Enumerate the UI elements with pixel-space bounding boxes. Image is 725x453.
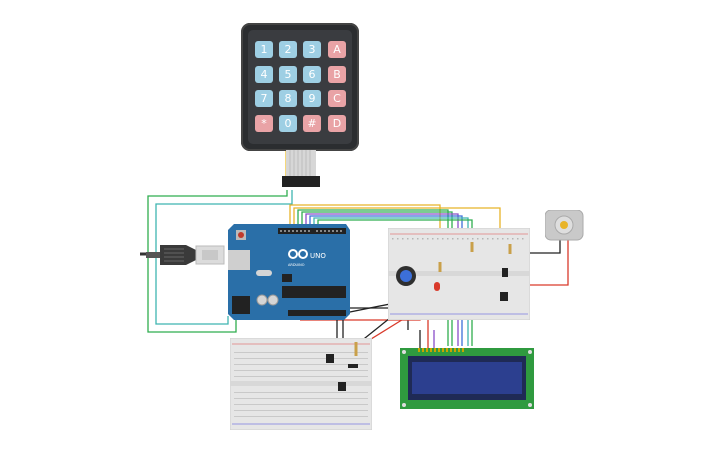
sensor-icon bbox=[338, 382, 346, 391]
key-a[interactable]: A bbox=[328, 41, 346, 58]
dc-motor[interactable] bbox=[545, 210, 585, 242]
key-8[interactable]: 8 bbox=[279, 90, 297, 107]
keypad[interactable]: 1 2 3 A 4 5 6 B 7 8 9 C * 0 # D bbox=[241, 23, 359, 151]
key-7[interactable]: 7 bbox=[255, 90, 273, 107]
key-2[interactable]: 2 bbox=[279, 41, 297, 58]
key-6[interactable]: 6 bbox=[303, 66, 321, 83]
arduino-logo-text: ARDUINO bbox=[288, 263, 305, 267]
green-wire-left-outer bbox=[147, 190, 288, 333]
arduino-model: UNO bbox=[310, 252, 326, 260]
green-wire-left-inner bbox=[155, 190, 293, 325]
keypad-connector bbox=[282, 150, 320, 187]
key-1[interactable]: 1 bbox=[255, 41, 273, 58]
transistor-icon bbox=[500, 292, 508, 301]
key-star[interactable]: * bbox=[255, 115, 273, 132]
key-5[interactable]: 5 bbox=[279, 66, 297, 83]
lcd-display[interactable] bbox=[400, 348, 534, 409]
arduino-logo-icon bbox=[288, 249, 308, 259]
usb-cable bbox=[146, 245, 225, 265]
key-4[interactable]: 4 bbox=[255, 66, 273, 83]
key-c[interactable]: C bbox=[328, 90, 346, 107]
transistor-icon bbox=[326, 354, 334, 363]
led-icon bbox=[434, 282, 440, 291]
key-0[interactable]: 0 bbox=[279, 115, 297, 132]
key-3[interactable]: 3 bbox=[303, 41, 321, 58]
key-9[interactable]: 9 bbox=[303, 90, 321, 107]
breadboard-bottom[interactable] bbox=[230, 338, 372, 430]
key-d[interactable]: D bbox=[328, 115, 346, 132]
key-hash[interactable]: # bbox=[303, 115, 321, 132]
arduino-board[interactable]: UNO ARDUINO bbox=[228, 224, 352, 320]
right-board-holes bbox=[392, 238, 524, 240]
key-b[interactable]: B bbox=[328, 66, 346, 83]
breadboard-right[interactable] bbox=[388, 228, 530, 320]
